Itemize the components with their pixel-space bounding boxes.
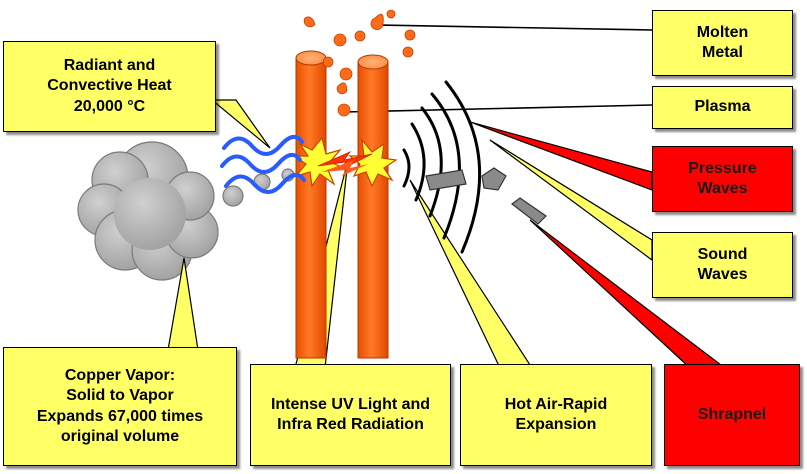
- copper-vapor-line-3: Expands 67,000 times: [36, 407, 204, 425]
- pressure-waves-callout: Pressure Waves: [652, 146, 793, 212]
- molten-metal-line-1: Molten: [696, 23, 749, 41]
- shrapnel-line-1: Shrapnel: [697, 405, 767, 423]
- radiant-heat-leader: [210, 99, 271, 149]
- leader-lines: [343, 24, 653, 113]
- radiant-heat-callout: Radiant and Convective Heat 20,000 °C: [3, 41, 216, 132]
- shrapnel-callout: Shrapnel: [664, 364, 800, 466]
- copper-vapor-line-1: Copper Vapor:: [64, 366, 176, 384]
- heat-wave-icons: [220, 134, 306, 194]
- radiant-heat-line-2: Convective Heat: [47, 77, 172, 95]
- smoke-cloud-icon: [77, 141, 321, 281]
- molten-droplet-icons: [303, 9, 416, 117]
- uv-light-callout: Intense UV Light and Infra Red Radiation: [250, 364, 451, 466]
- copper-vapor-line-2: Solid to Vapor: [66, 387, 174, 405]
- pressure-waves-line-1: Pressure: [688, 159, 757, 177]
- shrapnel-fragment-icons: [425, 167, 547, 225]
- radiant-heat-line-3: 20,000 °C: [73, 97, 146, 115]
- copper-conductor-left-icon: [295, 50, 327, 359]
- plasma-callout: Plasma: [652, 86, 793, 129]
- hot-air-line-1: Hot Air-Rapid: [504, 395, 608, 413]
- sound-waves-line-1: Sound: [697, 245, 748, 263]
- hot-air-leader: [409, 179, 534, 369]
- copper-vapor-line-4: original volume: [60, 427, 180, 445]
- molten-metal-callout: Molten Metal: [652, 10, 793, 76]
- sound-waves-line-2: Waves: [697, 266, 748, 283]
- hot-air-callout: Hot Air-Rapid Expansion: [460, 364, 652, 466]
- molten-metal-line-2: Metal: [702, 44, 743, 61]
- uv-light-line-2: Infra Red Radiation: [277, 416, 424, 433]
- copper-vapor-callout: Copper Vapor: Solid to Vapor Expands 67,…: [3, 347, 237, 466]
- pressure-waves-line-2: Waves: [697, 180, 748, 197]
- pressure-wave-arc-icons: [402, 80, 482, 254]
- sound-waves-callout: Sound Waves: [652, 232, 793, 298]
- plasma-line-1: Plasma: [694, 98, 751, 116]
- arc-flash-icon: [292, 136, 398, 188]
- radiant-heat-line-1: Radiant and: [63, 56, 156, 74]
- copper-conductor-right-icon: [357, 54, 389, 359]
- uv-light-line-1: Intense UV Light and: [270, 395, 431, 413]
- hot-air-line-2: Expansion: [515, 416, 597, 433]
